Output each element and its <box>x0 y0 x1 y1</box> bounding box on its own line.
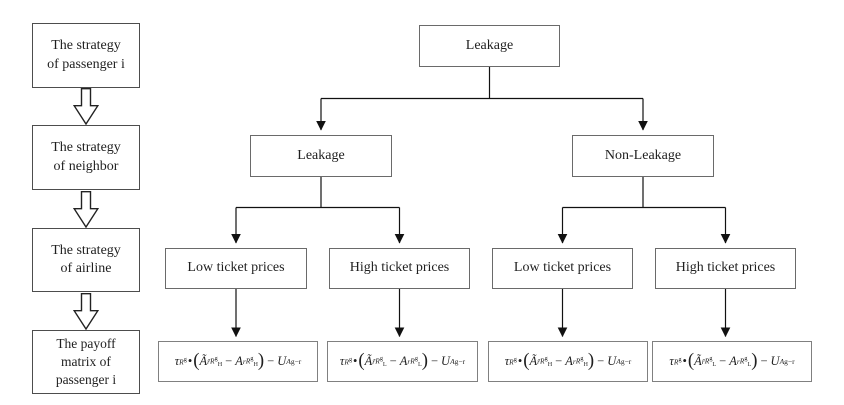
flow-step-payoff-matrix: The payoff matrix of passenger i <box>32 330 140 394</box>
down-block-arrow-icon <box>73 191 99 228</box>
tree-leaf-low-ticket-prices-1: Low ticket prices <box>165 248 307 289</box>
down-block-arrow-icon <box>73 293 99 330</box>
tree-root-leakage: Leakage <box>419 25 560 67</box>
flow-step-neighbor-strategy: The strategy of neighbor <box>32 125 140 190</box>
flow-step-passenger-strategy: The strategy of passenger i <box>32 23 140 88</box>
tree-leaf-high-ticket-prices-2: High ticket prices <box>655 248 796 289</box>
tree-node-non-leakage: Non-Leakage <box>572 135 714 177</box>
flow-step-airline-strategy: The strategy of airline <box>32 228 140 292</box>
tree-node-leakage: Leakage <box>250 135 392 177</box>
tree-leaf-low-ticket-prices-2: Low ticket prices <box>492 248 633 289</box>
down-block-arrow-icon <box>73 88 99 125</box>
tree-leaf-high-ticket-prices-1: High ticket prices <box>329 248 470 289</box>
